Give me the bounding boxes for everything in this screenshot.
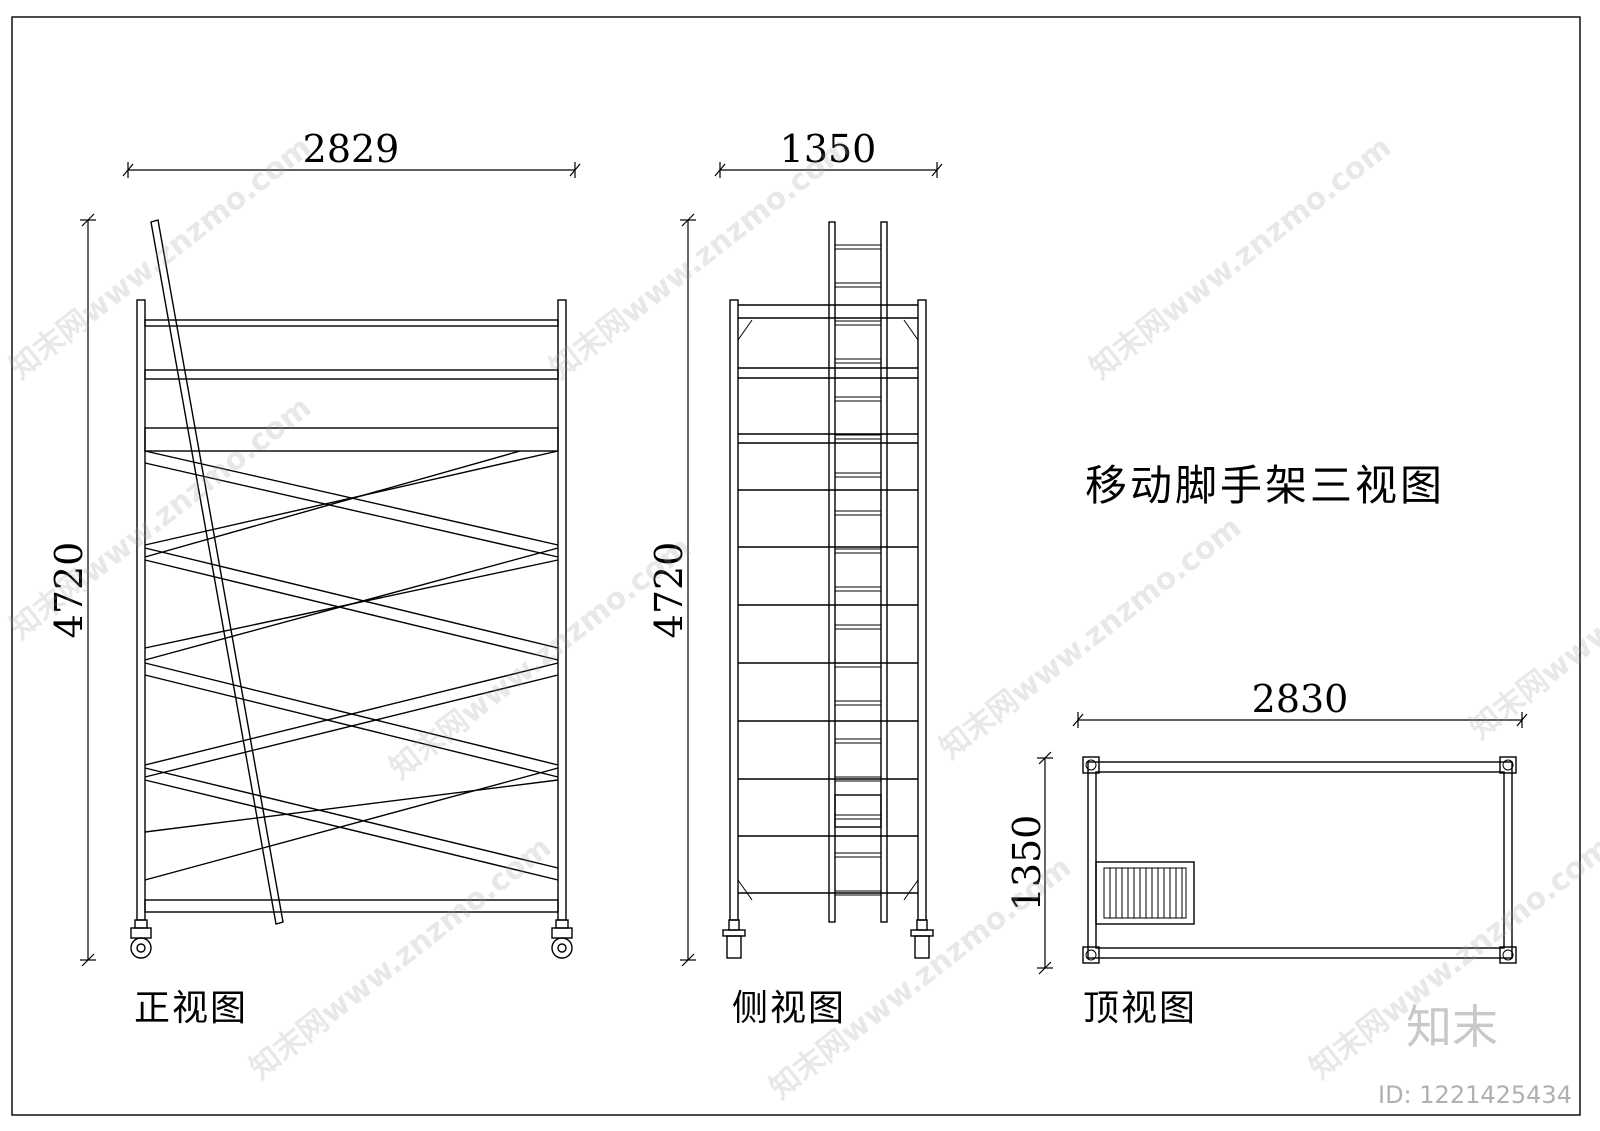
- top-height-value: 1350: [1005, 815, 1049, 912]
- top-ladder-slats: [1109, 868, 1183, 918]
- top-width-value: 2830: [1252, 677, 1349, 721]
- side-height-value: 4720: [647, 542, 691, 639]
- ladder-step: [834, 738, 882, 744]
- ladder-step: [834, 776, 882, 782]
- front-stabilizer-bar: [150, 219, 284, 925]
- watermark-text: 知末网www.znzmo.com: [763, 850, 1078, 1107]
- front-cross-braces: [144, 450, 559, 881]
- ladder-step: [834, 814, 882, 820]
- top-view-label: 顶视图: [1083, 988, 1197, 1029]
- ladder-step: [834, 282, 882, 288]
- ladder-step: [834, 510, 882, 516]
- side-ladder-steps: [834, 244, 882, 896]
- watermark-text: 知末网www.znzmo.com: [1083, 130, 1398, 387]
- ladder-step: [834, 472, 882, 478]
- front-height-value: 4720: [47, 542, 91, 639]
- watermark-text: 知末网www.znzmo.com: [383, 530, 698, 787]
- side-frame-rungs: [738, 304, 918, 894]
- side-leveling-jack-right: [910, 919, 934, 959]
- front-height-dimension: 4720: [47, 213, 96, 967]
- front-view-label: 正视图: [134, 988, 248, 1029]
- side-view-label: 侧视图: [732, 988, 846, 1029]
- brand-mark: 知末: [1406, 1000, 1498, 1054]
- ladder-step: [834, 244, 882, 250]
- ladder-step: [834, 586, 882, 592]
- top-view: 2830 1350 顶视图: [1005, 677, 1528, 1029]
- watermark-text: 知末网www.znzmo.com: [243, 830, 558, 1087]
- front-view: 2829 4720: [47, 127, 581, 1029]
- front-caster-left: [130, 919, 152, 959]
- front-width-value: 2829: [303, 127, 400, 171]
- front-width-dimension: 2829: [122, 127, 581, 178]
- ladder-step: [834, 662, 882, 668]
- front-caster-right: [551, 919, 573, 959]
- ladder-step: [834, 396, 882, 402]
- ladder-step: [834, 890, 882, 896]
- ladder-step: [834, 548, 882, 554]
- top-height-dimension: 1350: [1005, 751, 1053, 975]
- ladder-step: [834, 852, 882, 858]
- drawing-frame: [11, 16, 1581, 1116]
- ladder-step: [834, 434, 882, 440]
- watermark-text: 知末网www.znzmo.com: [543, 130, 858, 387]
- side-leveling-jack-left: [722, 919, 746, 959]
- ladder-step: [834, 700, 882, 706]
- side-height-dimension: 4720: [647, 213, 696, 967]
- watermark-layer: 知末网www.znzmo.com 知末网www.znzmo.com 知末网www.z…: [3, 130, 1600, 1107]
- watermark-text: 知末网www.znzmo.com: [3, 130, 318, 387]
- side-view: 1350 4720: [647, 127, 943, 1029]
- drawing-title: 移动脚手架三视图: [1085, 461, 1445, 510]
- document-id: ID: 1221425434: [1378, 1081, 1572, 1109]
- top-width-dimension: 2830: [1072, 677, 1528, 728]
- watermark-text: 知末网www.znzmo.com: [933, 510, 1248, 767]
- ladder-step: [834, 624, 882, 630]
- side-width-dimension: 1350: [714, 127, 943, 178]
- top-ladder-hatch: [1095, 861, 1195, 925]
- side-width-value: 1350: [780, 127, 877, 171]
- ladder-step: [834, 358, 882, 364]
- ladder-step: [834, 320, 882, 326]
